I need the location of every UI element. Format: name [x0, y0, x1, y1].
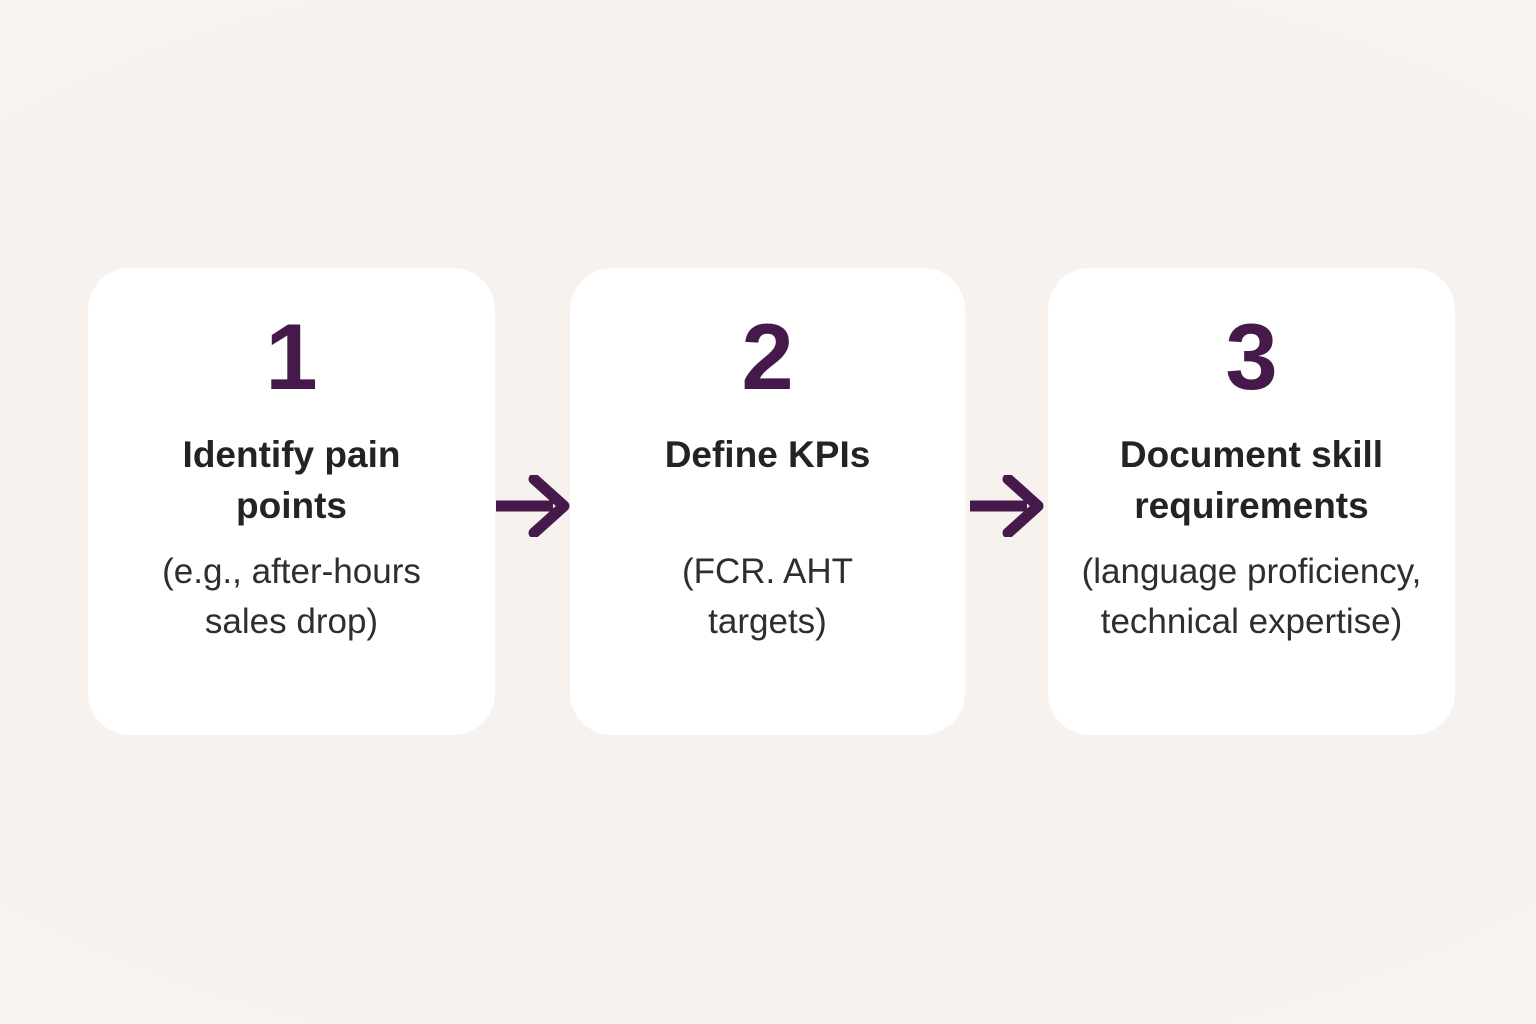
step-subtitle: (e.g., after-hours sales drop) [162, 551, 421, 642]
step-title: Document skill requirements [1119, 433, 1384, 527]
step-card-1: 1 Identify pain points (e.g., after-hour… [88, 268, 495, 735]
step-title: Define KPIs [664, 433, 871, 475]
right-arrow-icon [969, 474, 1043, 537]
steps-row: 1 Identify pain points (e.g., after-hour… [88, 268, 1455, 735]
right-arrow-icon [495, 474, 569, 537]
step-number: 2 [741, 304, 794, 409]
step-card-3: 3 Document skill requirements (language … [1048, 268, 1455, 735]
step-number: 1 [265, 304, 318, 409]
step-subtitle: (FCR. AHT targets) [681, 551, 854, 642]
step-subtitle: (language proficiency, technical experti… [1081, 551, 1422, 642]
arrow-step-1-to-2 [495, 268, 570, 735]
arrow-step-2-to-3 [965, 268, 1048, 735]
step-card-2: 2 Define KPIs (FCR. AHT targets) [570, 268, 965, 735]
step-title: Identify pain points [182, 433, 401, 527]
step-number: 3 [1225, 304, 1278, 409]
